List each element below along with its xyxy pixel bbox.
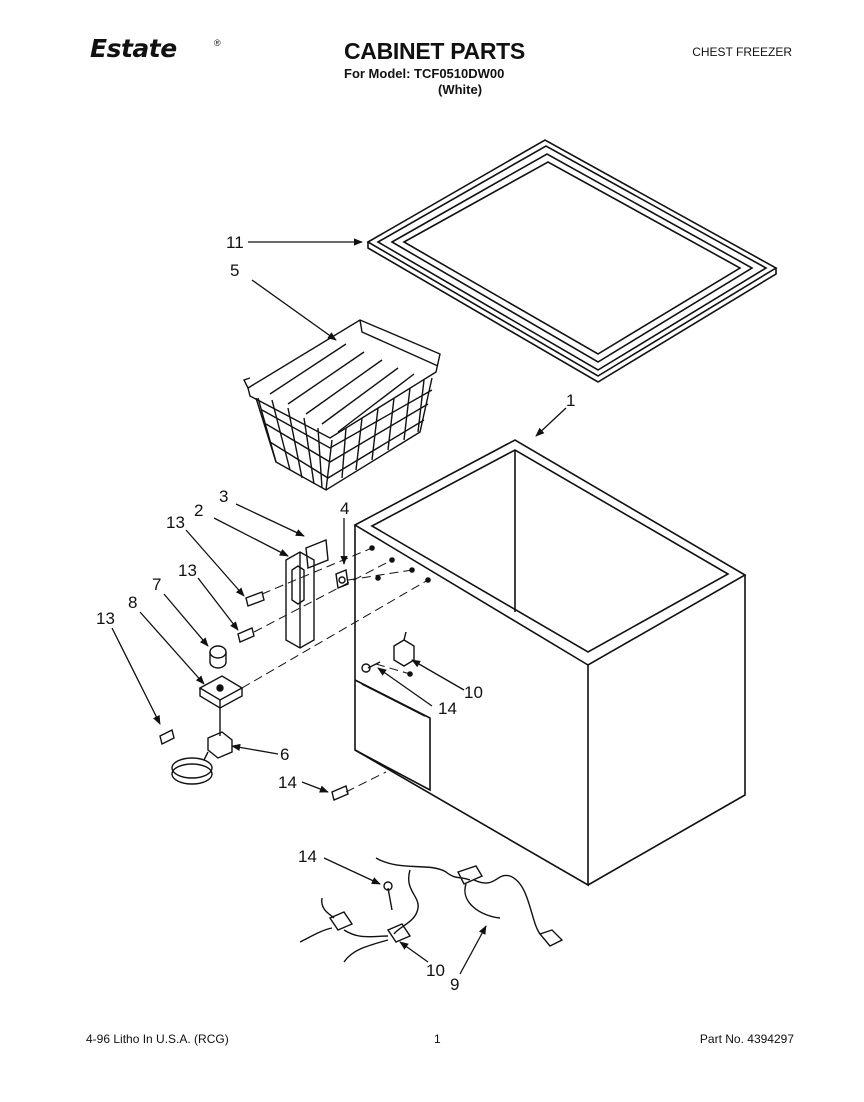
callout-9: 9 bbox=[450, 975, 459, 994]
hinge-screws bbox=[159, 591, 265, 746]
wire-basket bbox=[243, 319, 441, 491]
wiring-harness bbox=[299, 857, 564, 963]
lid-gasket bbox=[366, 139, 778, 383]
page-title: CABINET PARTS bbox=[344, 38, 525, 64]
registered-mark: ® bbox=[214, 38, 221, 48]
callout-1: 1 bbox=[566, 391, 575, 410]
callout-4: 4 bbox=[340, 499, 349, 518]
callout-11: 11 bbox=[226, 233, 244, 252]
callout-14-mid: 14 bbox=[438, 699, 457, 718]
product-type: CHEST FREEZER bbox=[692, 45, 792, 59]
callout-14-lower: 14 bbox=[278, 773, 297, 792]
print-info: 4-96 Litho In U.S.A. (RCG) bbox=[86, 1032, 229, 1046]
thermostat bbox=[171, 731, 233, 785]
callout-7: 7 bbox=[152, 575, 161, 594]
page-number: 1 bbox=[434, 1032, 441, 1046]
model-line: For Model: TCF0510DW00 bbox=[344, 66, 505, 81]
alignment-lines bbox=[241, 547, 429, 793]
callout-numbers: 11 5 1 3 2 4 13 13 7 8 13 10 14 6 14 14 … bbox=[96, 233, 575, 994]
hinge-assembly bbox=[285, 539, 349, 649]
callout-10-lower: 10 bbox=[426, 961, 445, 980]
relay-bracket bbox=[361, 631, 415, 673]
callout-13-c: 13 bbox=[96, 609, 115, 628]
callout-6: 6 bbox=[280, 745, 289, 764]
callout-8: 8 bbox=[128, 593, 137, 612]
part-number: Part No. 4394297 bbox=[699, 1032, 794, 1046]
callout-leaders bbox=[111, 238, 567, 975]
callout-10-upper: 10 bbox=[464, 683, 483, 702]
callout-2: 2 bbox=[194, 501, 203, 520]
callout-5: 5 bbox=[230, 261, 239, 280]
cabinet bbox=[353, 439, 747, 887]
callout-3: 3 bbox=[219, 487, 228, 506]
control-knob-and-bracket bbox=[198, 645, 244, 736]
bottom-screw bbox=[331, 785, 349, 801]
callout-13-a: 13 bbox=[166, 513, 185, 532]
callout-13-b: 13 bbox=[178, 561, 197, 580]
callout-14-upper: 14 bbox=[298, 847, 317, 866]
brand-logo: Estate bbox=[90, 34, 177, 63]
color-line: (White) bbox=[438, 82, 483, 97]
